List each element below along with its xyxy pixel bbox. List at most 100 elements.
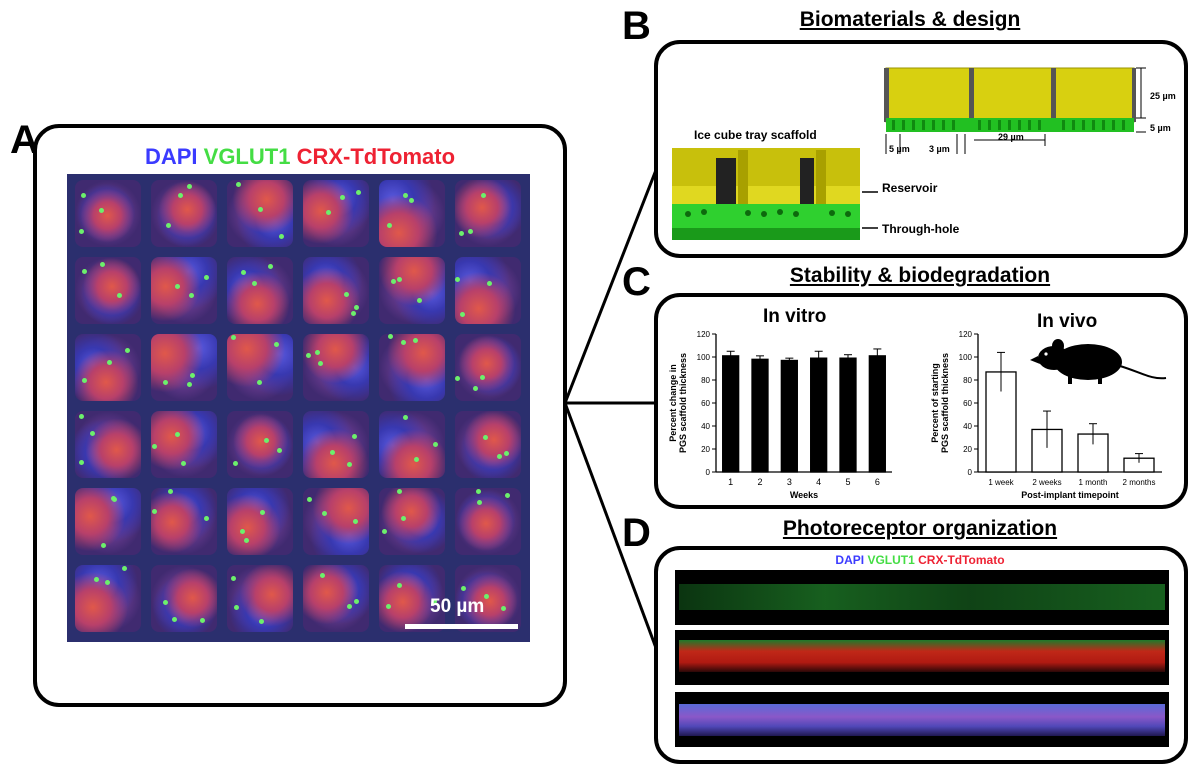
vglut1-puncta — [244, 538, 249, 543]
invivo-title: In vivo — [1037, 311, 1098, 332]
vglut1-puncta — [353, 519, 358, 524]
strip-dapi-merge — [675, 692, 1169, 747]
vglut1-puncta — [241, 270, 246, 275]
vglut1-puncta — [175, 432, 180, 437]
scaffold-well — [75, 565, 141, 632]
panel-letter-b: B — [622, 4, 651, 48]
scaffold-well — [379, 488, 445, 555]
strip-crx-merge — [675, 630, 1169, 685]
scaffold-well — [151, 565, 217, 632]
y-tick-label: 20 — [701, 445, 710, 454]
bar — [751, 358, 769, 473]
scaffold-well — [151, 411, 217, 478]
vglut1-puncta — [468, 229, 473, 234]
reservoir-label: Reservoir — [882, 181, 938, 195]
vglut1-puncta — [82, 378, 87, 383]
vglut1-puncta — [386, 604, 391, 609]
vglut1-puncta — [200, 618, 205, 623]
scaffold-well — [455, 488, 521, 555]
bar — [722, 355, 740, 473]
vglut1-puncta — [234, 605, 239, 610]
vglut1-puncta — [315, 350, 320, 355]
panel-a-legend: DAPI VGLUT1 CRX-TdTomato — [70, 144, 530, 170]
vglut1-puncta — [274, 342, 279, 347]
vglut1-puncta — [354, 599, 359, 604]
scaffold-well — [379, 257, 445, 324]
legend-d-crx: CRX-TdTomato — [918, 553, 1005, 567]
x-tick-label: 1 month — [1079, 478, 1108, 487]
scaffold-well — [303, 411, 369, 478]
y-axis-title-line2: PGS scaffold thickness — [678, 353, 688, 453]
vglut1-puncta — [403, 193, 408, 198]
vglut1-puncta — [354, 305, 359, 310]
dim-3um: 3 µm — [929, 144, 950, 154]
vglut1-puncta — [101, 543, 106, 548]
scaffold-well — [379, 334, 445, 401]
scaffold-well — [75, 180, 141, 247]
vglut1-puncta — [79, 229, 84, 234]
y-tick-label: 120 — [959, 330, 973, 339]
panel-c-box — [654, 293, 1188, 509]
vglut1-puncta — [152, 509, 157, 514]
x-tick-label: 3 — [787, 477, 792, 487]
vglut1-puncta — [481, 193, 486, 198]
vglut1-puncta — [320, 573, 325, 578]
vglut1-puncta — [81, 193, 86, 198]
vglut1-puncta — [401, 516, 406, 521]
vglut1-puncta — [117, 293, 122, 298]
vglut1-puncta — [268, 264, 273, 269]
vglut1-puncta — [388, 334, 393, 339]
scaffold-well — [75, 488, 141, 555]
vglut1-puncta — [414, 457, 419, 462]
vglut1-puncta — [163, 380, 168, 385]
vglut1-puncta — [187, 184, 192, 189]
vglut1-puncta — [483, 435, 488, 440]
scaffold-well — [227, 257, 293, 324]
vglut1-puncta — [401, 340, 406, 345]
vglut1-puncta — [382, 529, 387, 534]
vglut1-puncta — [352, 434, 357, 439]
vglut1-puncta — [455, 277, 460, 282]
scaffold-well — [75, 411, 141, 478]
vglut1-puncta — [258, 207, 263, 212]
vglut1-puncta — [484, 594, 489, 599]
scaffold-well — [75, 334, 141, 401]
y-axis-title-line1: Percent change in — [668, 364, 678, 442]
x-tick-label: 2 months — [1123, 478, 1156, 487]
scaffold-well — [227, 334, 293, 401]
scaffold-well — [379, 565, 445, 632]
invitro-title: In vitro — [763, 306, 827, 327]
vglut1-puncta — [79, 460, 84, 465]
vglut1-puncta — [497, 454, 502, 459]
y-tick-label: 120 — [697, 330, 711, 339]
vglut1-puncta — [152, 444, 157, 449]
bar — [810, 357, 828, 473]
vglut1-puncta — [461, 586, 466, 591]
scaffold-well — [151, 488, 217, 555]
vglut1-puncta — [204, 275, 209, 280]
vglut1-puncta — [340, 195, 345, 200]
y-tick-label: 100 — [959, 353, 973, 362]
vglut1-puncta — [257, 380, 262, 385]
vglut1-puncta — [264, 438, 269, 443]
vglut1-puncta — [476, 489, 481, 494]
section-title-b: Biomaterials & design — [799, 8, 1021, 31]
vglut1-puncta — [330, 450, 335, 455]
x-tick-label: 1 — [728, 477, 733, 487]
x-tick-label: 6 — [875, 477, 880, 487]
legend-d-vglut1: VGLUT1 — [867, 553, 915, 567]
y-tick-label: 0 — [968, 468, 973, 477]
scaffold-well — [227, 411, 293, 478]
scaffold-well — [455, 565, 521, 632]
scaffold-well — [75, 257, 141, 324]
through-hole-label: Through-hole — [882, 222, 960, 236]
y-axis-title-line2: PGS scaffold thickness — [940, 353, 950, 453]
vglut1-puncta — [260, 510, 265, 515]
x-axis-title: Post-implant timepoint — [1021, 490, 1119, 500]
scaffold-well — [455, 411, 521, 478]
x-tick-label: 4 — [816, 477, 821, 487]
scaffold-well — [303, 488, 369, 555]
y-tick-label: 60 — [701, 399, 710, 408]
vglut1-puncta — [473, 386, 478, 391]
